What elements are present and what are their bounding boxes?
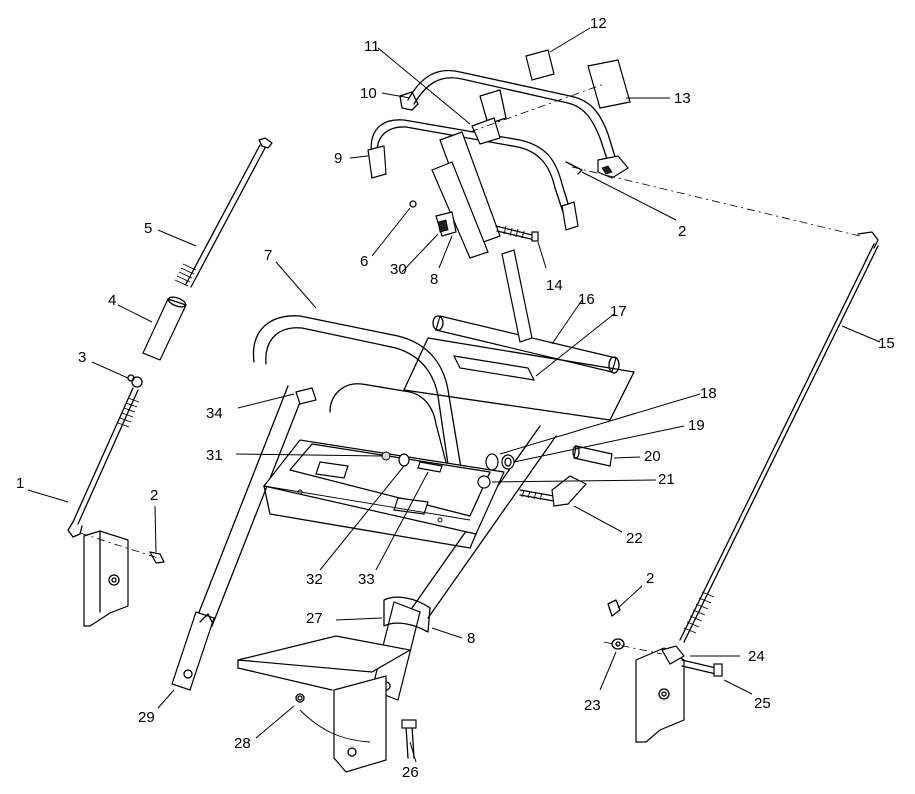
right-control-rod [679,231,879,643]
callout-leaders [27,27,881,763]
callout-31: 31 [206,447,223,464]
callout-30: 30 [390,261,407,278]
callout-5: 5 [144,220,152,237]
upper-handle-assembly [367,49,631,259]
callout-9: 9 [334,150,342,167]
callout-32: 32 [306,571,323,588]
callout-2-left: 2 [150,487,158,504]
control-panel [262,439,505,549]
callout-1: 1 [16,475,24,492]
callout-13: 13 [674,90,691,107]
callout-7: 7 [264,247,272,264]
callout-15: 15 [878,335,895,352]
callout-24: 24 [748,648,765,665]
callout-4: 4 [108,292,116,309]
callout-8-upper: 8 [430,271,438,288]
hairpin-clip-upper [565,161,861,237]
callout-6: 6 [360,253,368,270]
callout-8-lower: 8 [467,630,475,647]
callout-16: 16 [578,291,595,308]
callout-34: 34 [206,405,223,422]
callout-23: 23 [584,697,601,714]
callout-10: 10 [360,85,377,102]
callout-28: 28 [234,735,251,752]
callout-25: 25 [754,695,771,712]
callout-2-right-lower: 2 [646,570,654,587]
pivot-hardware [381,445,613,507]
callout-12: 12 [590,15,607,32]
callout-3: 3 [78,349,86,366]
right-pivot-bracket [603,599,723,743]
callout-27: 27 [306,610,323,627]
callout-20: 20 [644,448,661,465]
callout-21: 21 [658,471,675,488]
callout-29: 29 [138,709,155,726]
cross-shaft [403,249,635,421]
callout-26: 26 [402,764,419,781]
callout-11: 11 [364,38,380,55]
left-pivot-bracket [79,530,165,627]
callout-14: 14 [546,277,563,294]
callout-2-upper: 2 [678,223,686,240]
callout-22: 22 [626,530,643,547]
callout-labels: 1 2 3 4 5 6 7 8 8 9 10 11 12 13 14 15 16… [16,15,895,781]
left-control-rod [67,137,273,538]
control-hardware [409,200,539,242]
callout-33: 33 [358,571,375,588]
callout-19: 19 [688,417,705,434]
mounting-plate [237,596,431,773]
callout-18: 18 [700,385,717,402]
decal-34 [295,387,317,405]
callout-17: 17 [610,303,627,320]
